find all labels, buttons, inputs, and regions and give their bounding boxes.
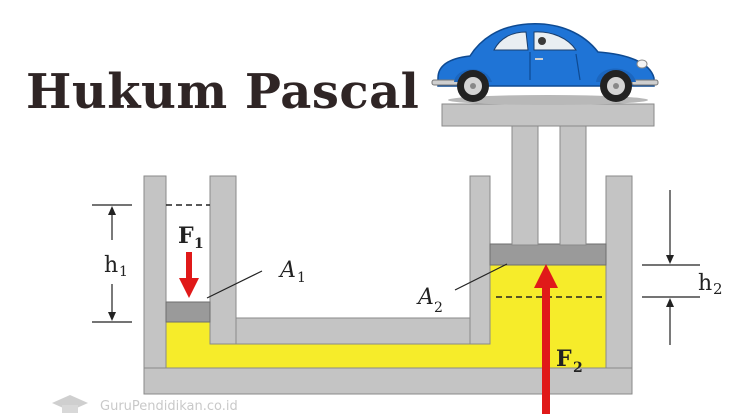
a2-label: A bbox=[416, 285, 434, 310]
h2-label: h bbox=[698, 271, 712, 296]
large-piston bbox=[441, 103, 655, 266]
a1-label: A bbox=[278, 258, 296, 283]
watermark-text: GuruPendidikan.co.id bbox=[100, 399, 238, 414]
h2-dimension bbox=[642, 190, 700, 345]
a1-subscript: 1 bbox=[297, 270, 306, 286]
f2-label: F bbox=[556, 346, 572, 372]
channel-top-wall bbox=[235, 317, 471, 345]
h1-dimension bbox=[92, 204, 132, 323]
page-title: Hukum Pascal bbox=[26, 64, 420, 120]
h1-label: h bbox=[104, 253, 118, 278]
a2-subscript: 2 bbox=[434, 300, 443, 316]
f2-subscript: 2 bbox=[573, 360, 583, 376]
f1-force-arrow bbox=[179, 252, 199, 298]
f1-subscript: 1 bbox=[194, 236, 204, 252]
h2-subscript: 2 bbox=[713, 280, 723, 298]
f2-force-arrow bbox=[534, 264, 558, 414]
f1-label: F bbox=[178, 223, 194, 249]
h1-subscript: 1 bbox=[119, 264, 128, 280]
reference-lines bbox=[166, 204, 606, 298]
a1-leader-line bbox=[206, 270, 263, 299]
container-walls bbox=[143, 175, 633, 395]
small-piston bbox=[165, 301, 211, 323]
a2-leader-line bbox=[454, 263, 508, 291]
car-icon bbox=[431, 23, 659, 105]
graduation-cap-icon bbox=[52, 395, 88, 413]
